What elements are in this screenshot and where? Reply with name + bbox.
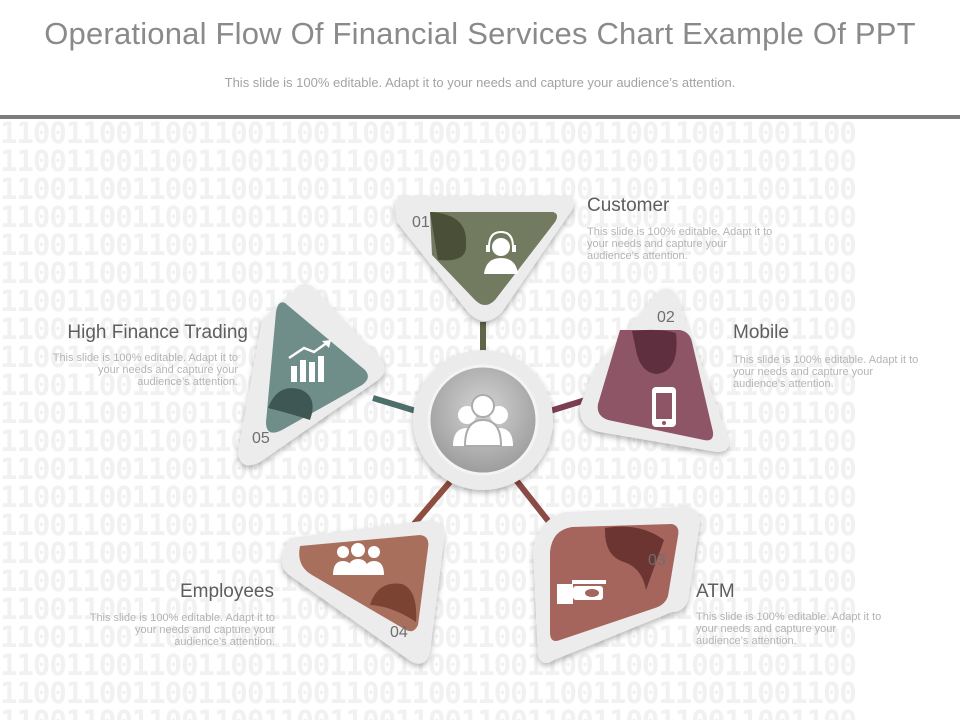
step-label-high-finance-trading: High Finance Trading	[67, 322, 248, 343]
step-label-mobile: Mobile	[733, 322, 789, 343]
step-number-05: 05	[252, 430, 270, 447]
step-card-01	[395, 196, 574, 321]
bar-chart-growth-icon	[288, 340, 331, 382]
cash-hand-icon	[557, 580, 606, 604]
connector-03	[513, 478, 556, 529]
connector-lines	[372, 322, 593, 529]
step-desc-employees: This slide is 100% editable. Adapt it to…	[89, 612, 275, 648]
step-card-04	[281, 520, 445, 664]
step-desc-atm: This slide is 100% editable. Adapt it to…	[696, 611, 882, 647]
connector-04	[411, 480, 453, 526]
step-number-01: 01	[412, 214, 430, 231]
step-card-03	[533, 507, 700, 664]
connector-05	[372, 395, 417, 414]
header-divider	[0, 115, 960, 119]
step-number-02: 02	[657, 309, 675, 326]
employees-icon	[333, 543, 384, 575]
people-group-icon	[453, 394, 513, 447]
step-label-employees: Employees	[180, 581, 274, 602]
step-number-04: 04	[390, 624, 408, 641]
slide-title: Operational Flow Of Financial Services C…	[44, 16, 916, 51]
step-desc-mobile: This slide is 100% editable. Adapt it to…	[733, 354, 919, 390]
step-desc-high-finance-trading: This slide is 100% editable. Adapt it to…	[52, 352, 238, 388]
step-label-customer: Customer	[587, 195, 670, 216]
step-desc-customer: This slide is 100% editable. Adapt it to…	[587, 226, 773, 262]
mobile-phone-icon	[652, 387, 676, 427]
headset-person-icon	[484, 230, 518, 274]
slide-subtitle: This slide is 100% editable. Adapt it to…	[224, 75, 736, 90]
step-label-atm: ATM	[696, 581, 735, 602]
step-number-03: 03	[648, 552, 666, 569]
step-card-02	[579, 288, 729, 452]
